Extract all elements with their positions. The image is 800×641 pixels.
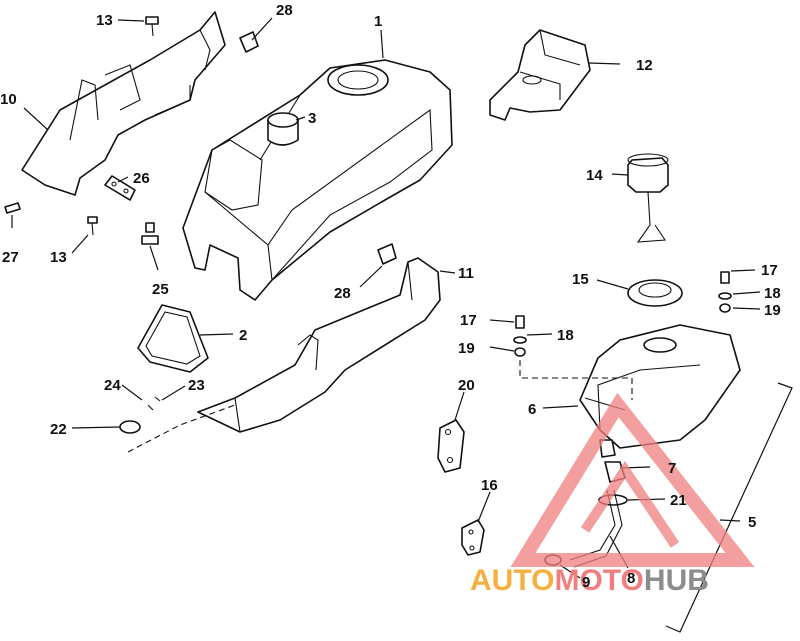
watermark-logo <box>510 392 755 567</box>
callout-1: 1 <box>374 13 382 30</box>
callout-labels: 1 3 12 13 28 10 26 27 13 25 28 11 2 14 1… <box>0 2 781 591</box>
callout-24: 24 <box>104 377 121 394</box>
callout-21: 21 <box>670 492 687 509</box>
screw-17-center <box>515 315 525 329</box>
fuel-cap <box>627 153 669 243</box>
screw-17-right <box>720 271 730 284</box>
callout-23: 23 <box>188 377 205 394</box>
washer-19-center <box>514 347 526 357</box>
callout-22: 22 <box>50 421 67 438</box>
callout-19-right: 19 <box>764 302 781 319</box>
seal-ring <box>627 279 683 307</box>
watermark-moto: MOTO <box>554 564 643 597</box>
washer-18-right <box>718 292 732 300</box>
left-bracket <box>21 11 226 196</box>
callout-8: 8 <box>627 570 635 587</box>
callout-17-right: 17 <box>761 262 778 279</box>
engine-cover <box>182 59 453 301</box>
callout-6: 6 <box>528 401 536 418</box>
callout-26: 26 <box>133 170 150 187</box>
gasket <box>137 304 209 373</box>
upper-right-bracket <box>489 29 591 121</box>
callout-3: 3 <box>308 110 316 127</box>
callout-9: 9 <box>582 574 590 591</box>
callout-20: 20 <box>458 377 475 394</box>
screw-27 <box>4 202 21 214</box>
callout-13-lower: 13 <box>50 249 67 266</box>
callout-7: 7 <box>668 460 676 477</box>
callout-13-top: 13 <box>96 12 113 29</box>
assembly-bracket-5 <box>665 382 793 633</box>
watermark-triangle <box>510 392 755 567</box>
callout-15: 15 <box>572 271 589 288</box>
washer-18-center <box>513 336 527 344</box>
callout-19-center: 19 <box>458 340 475 357</box>
knob <box>119 420 141 434</box>
part-20-bracket <box>437 419 465 473</box>
callout-2: 2 <box>239 327 247 344</box>
callout-16: 16 <box>481 477 498 494</box>
pin-23 <box>147 396 161 411</box>
callout-18-right: 18 <box>764 285 781 302</box>
callout-17-center: 17 <box>460 312 477 329</box>
callout-28-lower: 28 <box>334 285 351 302</box>
callout-5: 5 <box>748 514 756 531</box>
callout-18-center: 18 <box>557 327 574 344</box>
watermark-auto: AUTO <box>470 564 554 597</box>
pin-28-top <box>239 31 259 53</box>
callout-14: 14 <box>586 167 603 184</box>
washer-19-right <box>719 303 731 313</box>
screw-13-lower <box>87 216 98 236</box>
callout-25: 25 <box>152 281 169 298</box>
callout-28-top: 28 <box>276 2 293 19</box>
screw-13-top <box>145 16 159 37</box>
pin-28-lower <box>377 243 397 265</box>
watermark-text: AUTOMOTOHUB <box>470 564 709 597</box>
watermark-inner <box>580 460 680 548</box>
callout-11: 11 <box>458 265 474 282</box>
screw-25 <box>141 222 159 245</box>
callout-10: 10 <box>0 91 17 108</box>
filler-plug <box>267 112 299 146</box>
installation-guides <box>127 360 633 453</box>
watermark-hub: HUB <box>644 564 709 597</box>
lower-rail <box>197 257 441 433</box>
clip <box>104 175 136 201</box>
callout-12: 12 <box>636 57 653 74</box>
callout-27: 27 <box>2 249 19 266</box>
part-16-bracket <box>461 519 485 556</box>
